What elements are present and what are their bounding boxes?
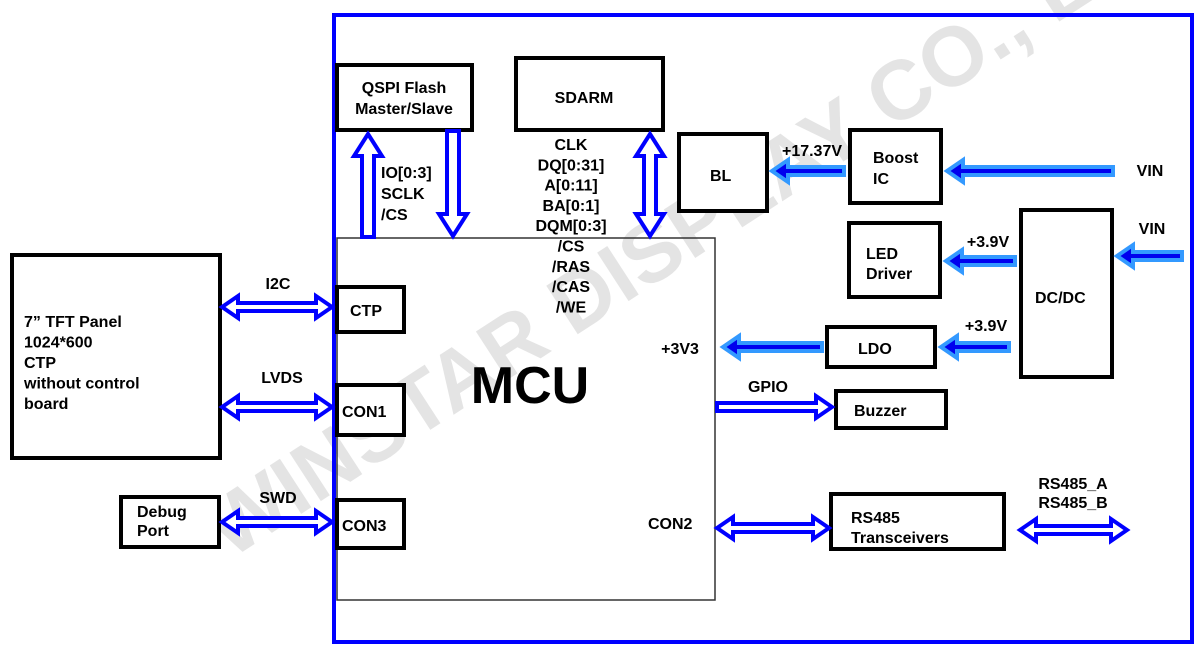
board-border [332,13,1194,644]
lvds-arrow [218,392,336,422]
i2c-arrow [218,292,336,322]
sdarm-block-label: SDARM [555,90,614,107]
ldo-to-mcu-arrow [719,332,824,362]
ctp-connector-label: CTP [350,303,382,320]
ldo-voltage-label: +3.9V [965,318,1008,335]
swd-label: SWD [259,490,296,507]
con2-arrow [713,513,833,543]
lvds-label: LVDS [261,370,303,387]
dcdc-block: DC/DC [1019,208,1114,379]
vin-boost-label: VIN [1137,163,1164,180]
i2c-label: I2C [266,276,291,293]
sdram-bus-arrow [632,130,668,240]
mcu-label: MCU [471,357,589,415]
ctp-connector: CTP [335,285,406,334]
ldo-block-label: LDO [858,341,892,358]
gpio-label: GPIO [748,379,788,396]
con1-connector-label: CON1 [342,404,387,421]
mcu-voltage-label: +3V3 [661,341,699,358]
buzzer-block-label: Buzzer [854,403,906,420]
boost-to-bl-arrow [768,156,846,186]
bl-voltage-label: +17.37V [782,143,842,160]
con3-connector-label: CON3 [342,518,387,535]
qspi-up-arrow [350,130,386,239]
swd-arrow [218,507,336,537]
dcdc-to-ldo-arrow [937,332,1011,362]
bl-block-label: BL [710,168,732,185]
bl-block: BL [677,132,769,213]
qspi-down-arrow [435,129,471,240]
buzzer-block: Buzzer [834,389,948,430]
gpio-arrow [715,392,836,422]
con1-connector: CON1 [335,383,406,437]
rs485-bus-arrow [1016,515,1131,545]
vin-dcdc-label: VIN [1139,221,1166,238]
dcdc-block-label: DC/DC [1035,290,1086,307]
dcdc-to-led-arrow [942,246,1017,276]
con2-label: CON2 [648,516,693,533]
con3-connector: CON3 [335,498,406,550]
sdarm-block: SDARM [514,56,665,132]
qspi-bus-label: IO[0:3]SCLK/CS [381,165,432,224]
ldo-block: LDO [825,325,937,369]
vin-to-dcdc-arrow [1113,241,1184,271]
led-voltage-label: +3.9V [967,234,1010,251]
vin-to-boost-arrow [943,156,1115,186]
